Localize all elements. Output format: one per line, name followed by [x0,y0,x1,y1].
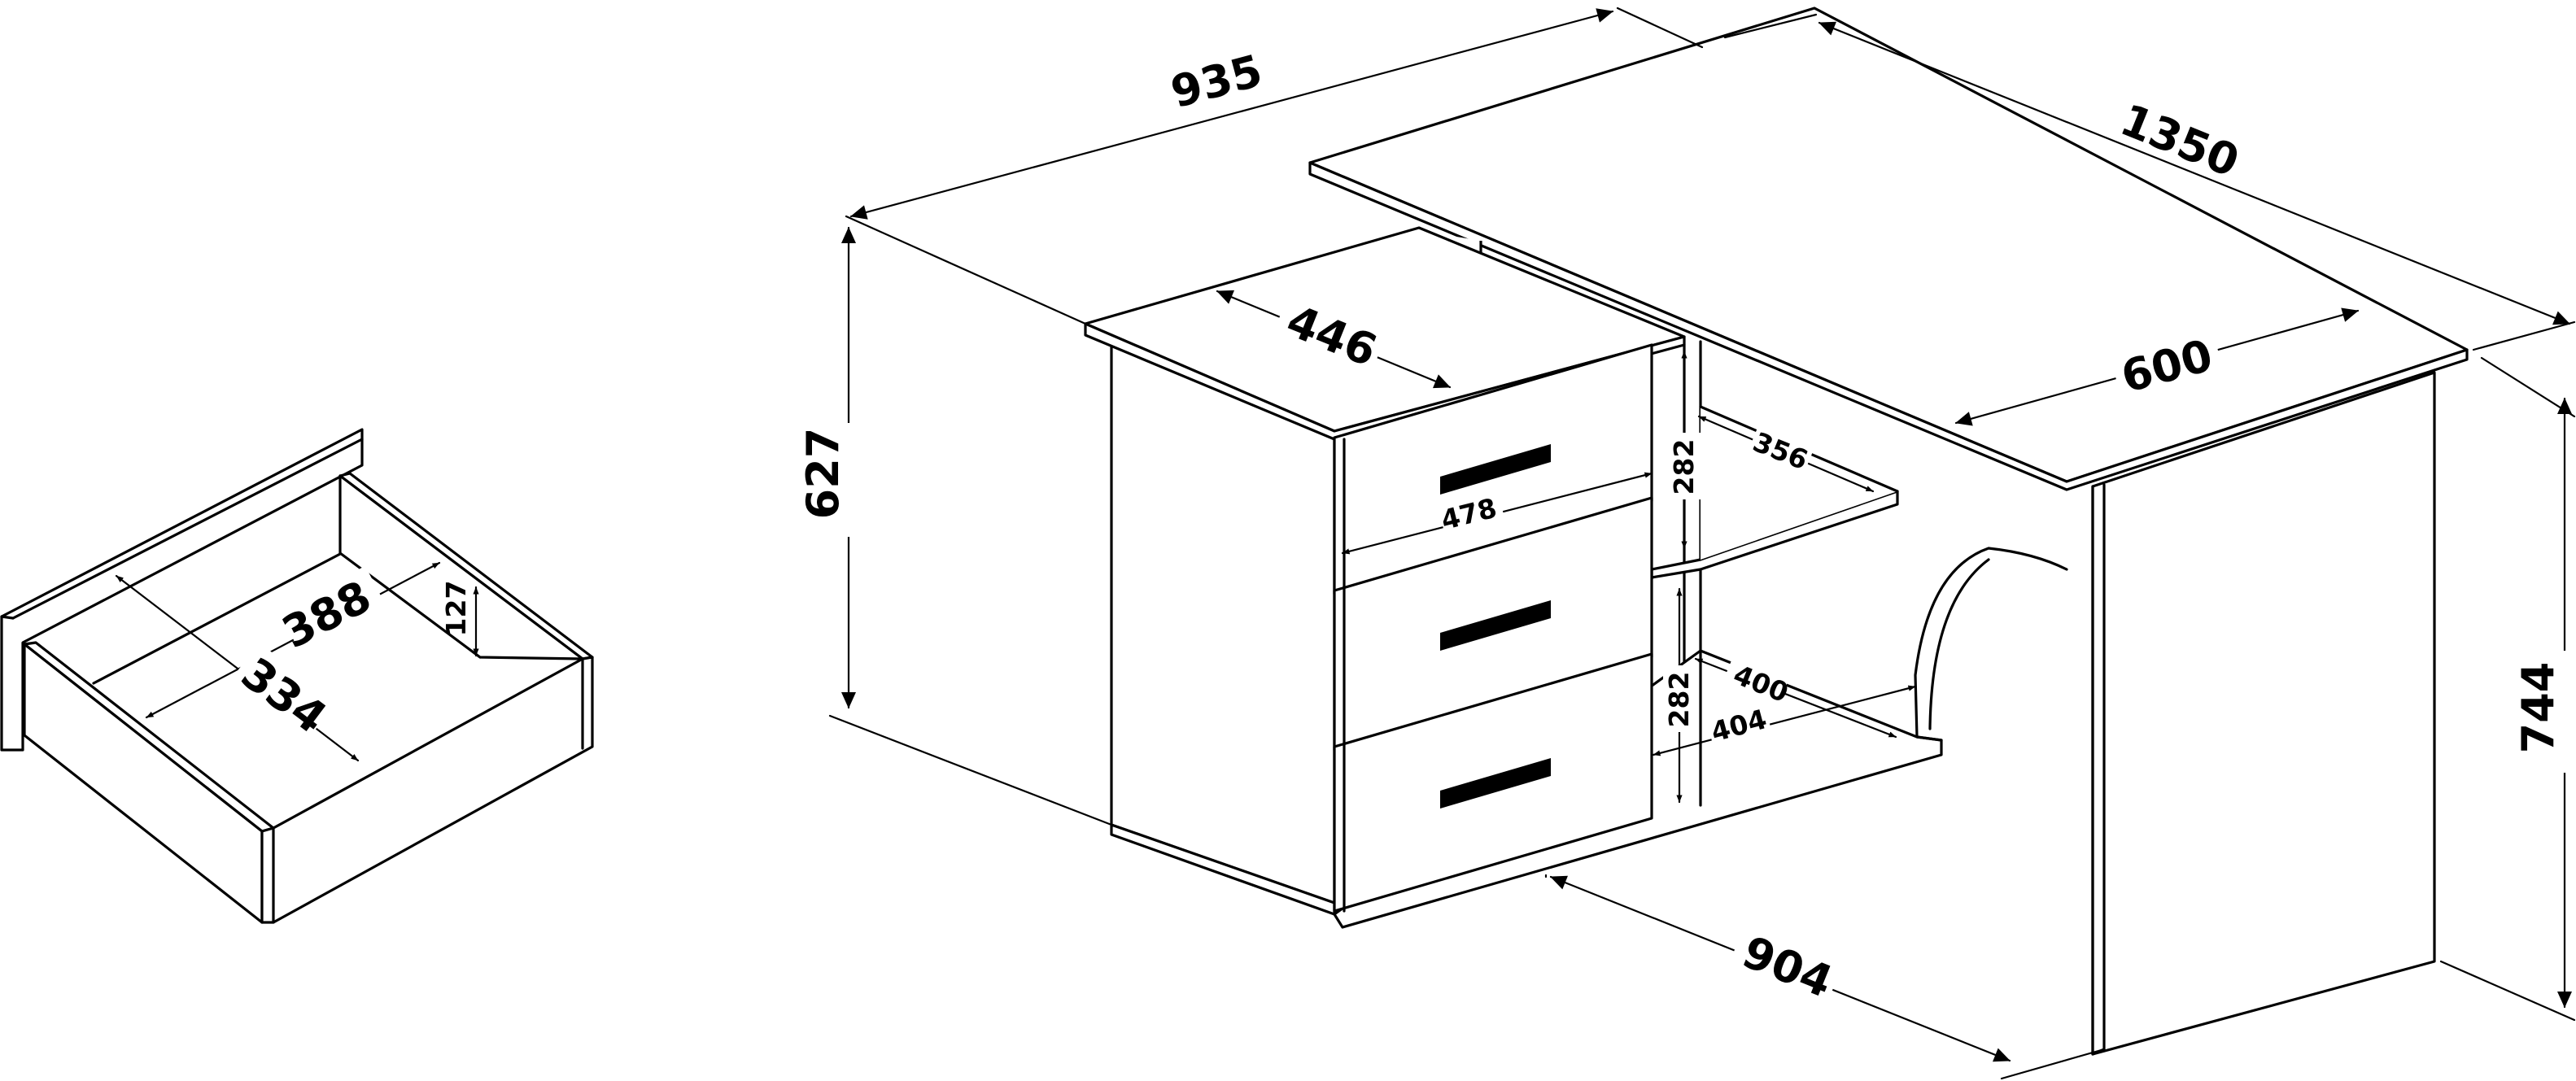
drawer-detail: 388 334 127 [0,428,594,924]
drawer-right-side-face [338,474,584,660]
dim-404-line [1652,685,1917,756]
dim-935-line [849,8,1614,220]
drawer-front-panel [260,656,594,924]
overall-width-label: 935 [1166,45,1268,118]
desk-right-support-panel [2091,371,2436,1056]
cabinet-height-label: 627 [797,428,849,520]
dim-1350-line [1818,21,2571,325]
drawer-back-panel [0,428,364,752]
drawer-handle-3 [1440,758,1551,809]
upper-shelf-height-label: 282 [1668,439,1700,495]
desk-height-label: 744 [2513,662,2564,754]
drawer-height-label: 127 [440,581,472,637]
desk-drawing: 935 1350 627 744 446 600 904 478 282 [797,7,2576,1080]
lower-shelf-height-label: 282 [1663,672,1695,728]
drawer-handle-2 [1440,600,1551,651]
drawer-left-side-face [23,643,264,924]
cabinet-base [1110,823,1336,916]
cable-arch [1914,547,2068,739]
